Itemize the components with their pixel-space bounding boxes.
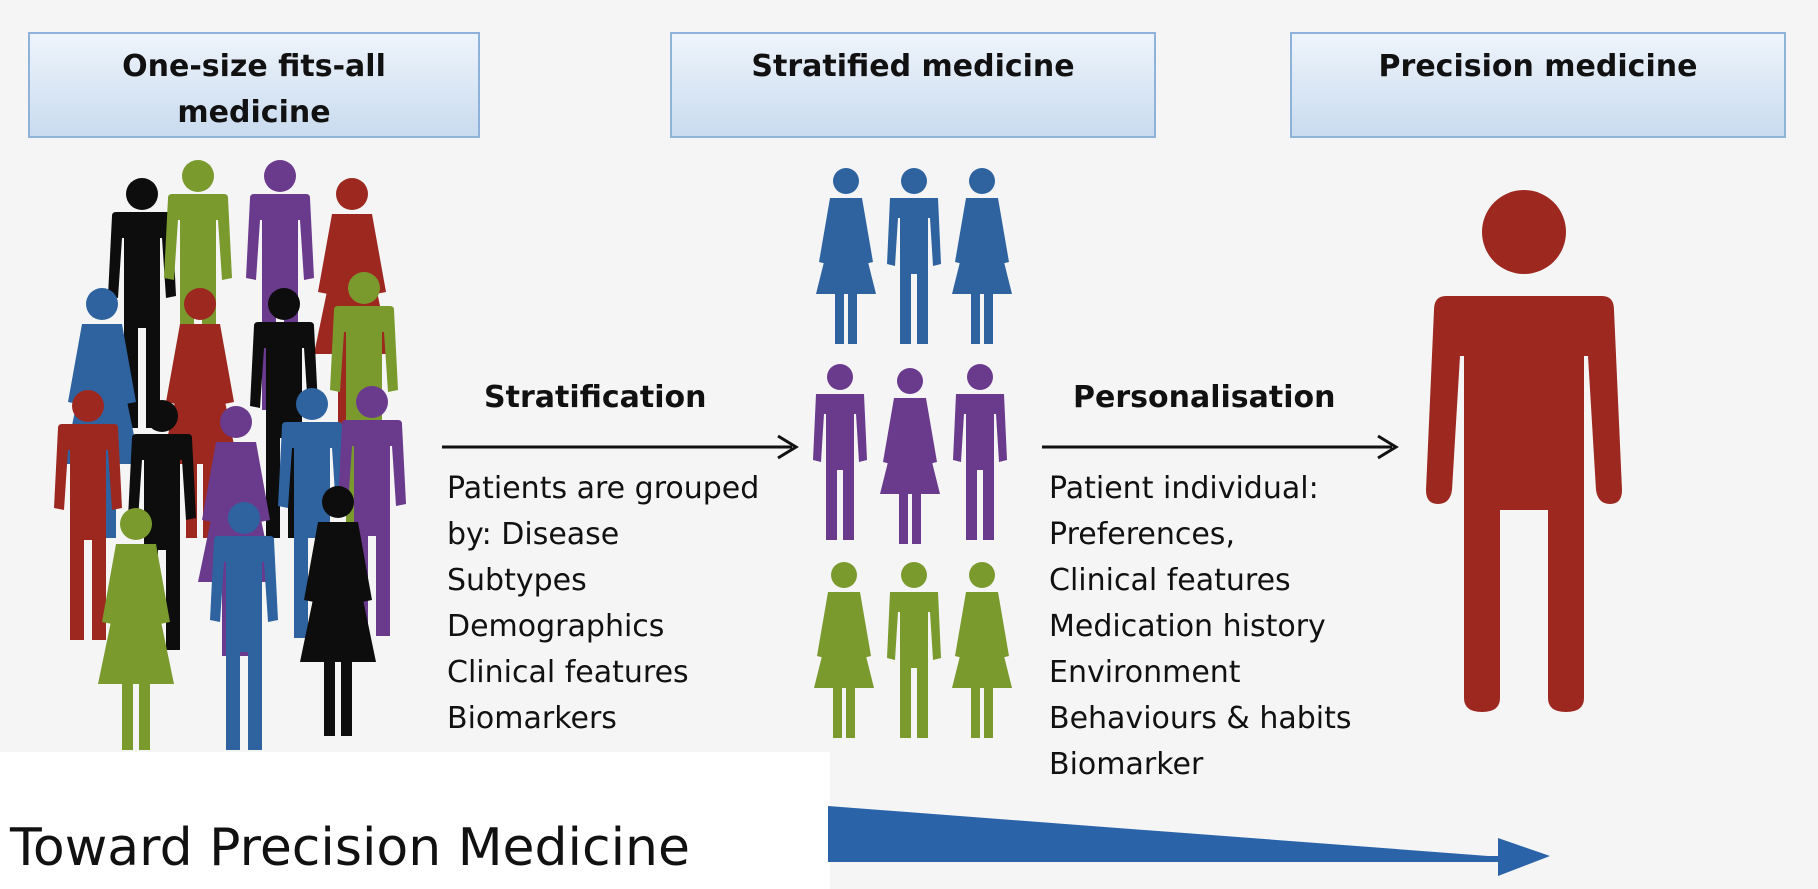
list-item: Subtypes: [447, 563, 587, 598]
individual-patient-illustration: [1426, 190, 1622, 712]
crowd-illustration: [54, 160, 406, 750]
person-icon: [814, 562, 874, 738]
header-one-size: One-size fits-all medicine: [28, 32, 480, 138]
header-precision: Precision medicine: [1290, 32, 1786, 138]
list-item: Clinical features: [447, 655, 689, 690]
list-item: Behaviours & habits: [1049, 701, 1352, 736]
person-icon: [880, 368, 940, 544]
person-icon: [952, 562, 1012, 738]
header-stratified: Stratified medicine: [670, 32, 1156, 138]
header-precision-label: Precision medicine: [1378, 49, 1698, 84]
person-icon: [953, 364, 1007, 540]
header-one-size-label: One-size fits-all medicine: [122, 49, 386, 130]
list-item: Biomarkers: [447, 701, 617, 736]
list-item: Patients are grouped: [447, 471, 760, 506]
title-background: [0, 752, 830, 889]
stratification-criteria-list: Patients are grouped by: Disease Subtype…: [447, 466, 759, 742]
person-icon: [952, 168, 1012, 344]
list-item: Medication history: [1049, 609, 1326, 644]
personalisation-arrow-icon: [1042, 434, 1399, 460]
list-item: Preferences,: [1049, 517, 1235, 552]
person-icon: [887, 168, 941, 344]
page-title: Toward Precision Medicine: [10, 818, 690, 878]
person-icon: [887, 562, 941, 738]
stratified-groups-illustration: [813, 168, 1012, 738]
list-item: Clinical features: [1049, 563, 1291, 598]
person-icon: [210, 502, 278, 750]
list-item: Demographics: [447, 609, 665, 644]
list-item: Environment: [1049, 655, 1241, 690]
personalisation-label: Personalisation: [1073, 380, 1336, 415]
stratification-label: Stratification: [484, 380, 707, 415]
list-item: by: Disease: [447, 517, 620, 552]
person-icon: [816, 168, 876, 344]
progression-arrow-icon: [828, 806, 1550, 876]
list-item: Patient individual:: [1049, 471, 1319, 506]
person-icon: [813, 364, 867, 540]
header-stratified-label: Stratified medicine: [751, 49, 1075, 84]
list-item: Biomarker: [1049, 747, 1204, 782]
personalisation-factors-list: Patient individual: Preferences, Clinica…: [1049, 466, 1352, 788]
stratification-arrow-icon: [442, 434, 799, 460]
